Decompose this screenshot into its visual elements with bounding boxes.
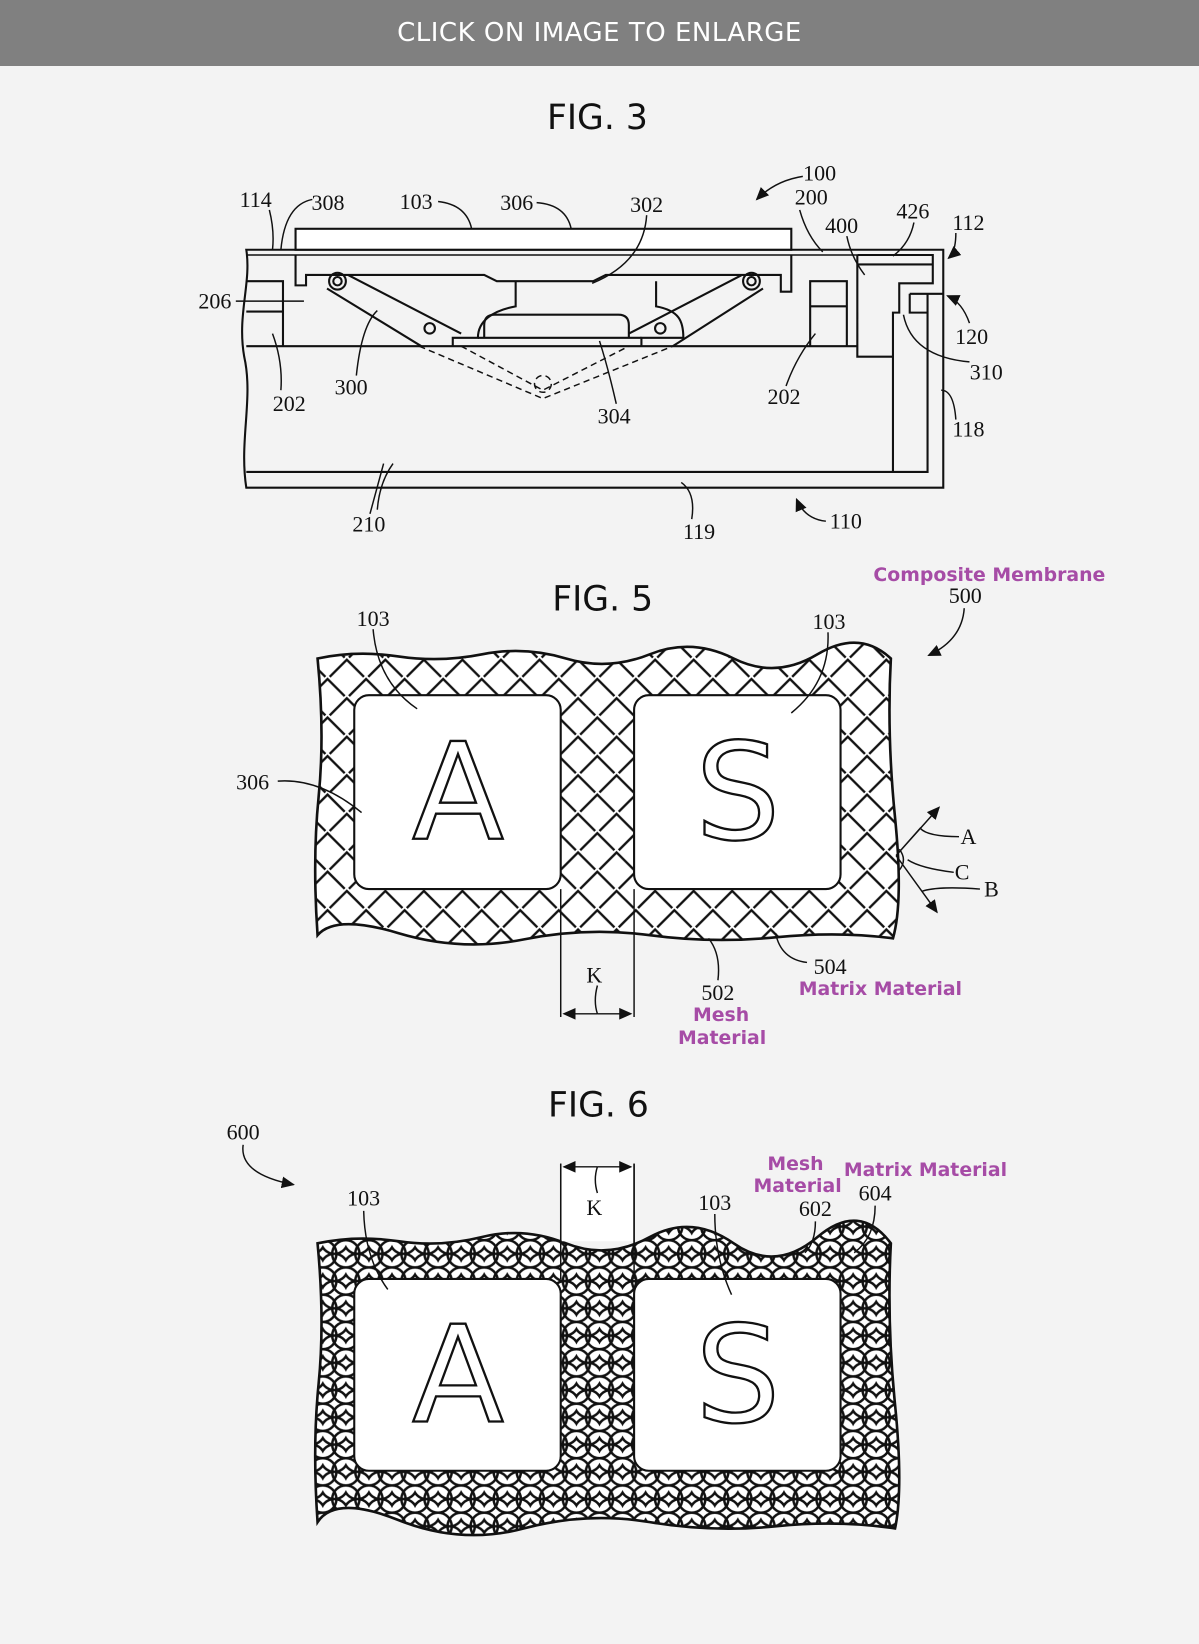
ref-103-s: 103 — [698, 1190, 731, 1215]
fig5-title: FIG. 5 — [552, 579, 653, 619]
fig5-key-s — [633, 694, 842, 891]
fig5-key-s-letter: S — [695, 714, 780, 871]
direction-c: C — [955, 860, 970, 885]
ref-103-a: 103 — [357, 606, 390, 631]
ref-110: 110 — [830, 509, 862, 534]
ref-103-s: 103 — [813, 609, 846, 634]
annotation-matrix-material: Matrix Material — [844, 1159, 1007, 1181]
fig5-key-a-letter: A — [412, 714, 504, 871]
gap-k: K — [586, 1195, 602, 1220]
ref-200: 200 — [795, 185, 828, 210]
direction-a: A — [960, 824, 976, 849]
ref-306: 306 — [500, 190, 533, 215]
ref-119: 119 — [683, 519, 715, 544]
fig6-key-s — [633, 1277, 842, 1472]
fig6: FIG. 6 A S 600 103 K 103 Mesh Material 6… — [227, 1086, 1007, 1537]
ref-600: 600 — [227, 1120, 260, 1145]
ref-114: 114 — [240, 187, 272, 212]
ref-202-left: 202 — [273, 391, 306, 416]
ref-500: 500 — [949, 583, 982, 608]
ref-100: 100 — [803, 161, 836, 186]
ref-604: 604 — [859, 1180, 892, 1205]
ref-118: 118 — [952, 416, 984, 441]
ref-502: 502 — [701, 980, 734, 1005]
fig3: FIG. 3 114 308 — [198, 98, 1002, 544]
ref-206: 206 — [198, 288, 231, 313]
ref-300: 300 — [335, 374, 368, 399]
annotation-mesh-line2: Material — [678, 1027, 766, 1049]
ref-308: 308 — [312, 190, 345, 215]
ref-302: 302 — [630, 192, 663, 217]
annotation-mesh-line2: Material — [753, 1175, 841, 1197]
fig5: FIG. 5 A S Composite Membrane 500 103 10… — [236, 564, 1105, 1049]
fig6-key-a-letter: A — [412, 1297, 504, 1454]
annotation-matrix-material: Matrix Material — [799, 978, 962, 1000]
fig3-keyboard-cross-section — [235, 175, 971, 522]
fig3-title: FIG. 3 — [547, 98, 648, 138]
enlarge-image-banner[interactable]: CLICK ON IMAGE TO ENLARGE — [0, 0, 1199, 66]
ref-202-right: 202 — [767, 384, 800, 409]
direction-b: B — [984, 876, 999, 901]
annotation-composite-membrane: Composite Membrane — [873, 564, 1105, 586]
annotation-mesh-line1: Mesh — [767, 1153, 823, 1175]
fig6-key-s-letter: S — [695, 1297, 780, 1454]
gap-k: K — [586, 962, 602, 987]
fig6-key-a — [353, 1277, 562, 1472]
fig6-title: FIG. 6 — [548, 1086, 649, 1126]
ref-400: 400 — [825, 213, 858, 238]
ref-310: 310 — [970, 360, 1003, 385]
ref-602: 602 — [799, 1196, 832, 1221]
ref-103-a: 103 — [347, 1186, 380, 1211]
fig5-key-a — [353, 694, 562, 891]
annotation-mesh-line1: Mesh — [693, 1004, 749, 1026]
ref-306: 306 — [236, 770, 269, 795]
ref-120: 120 — [955, 324, 988, 349]
ref-103: 103 — [400, 189, 433, 214]
fig3-keycap — [294, 227, 793, 251]
ref-304: 304 — [598, 404, 631, 429]
ref-504: 504 — [814, 954, 847, 979]
ref-112: 112 — [952, 210, 984, 235]
ref-210: 210 — [352, 512, 385, 537]
ref-426: 426 — [896, 198, 929, 223]
